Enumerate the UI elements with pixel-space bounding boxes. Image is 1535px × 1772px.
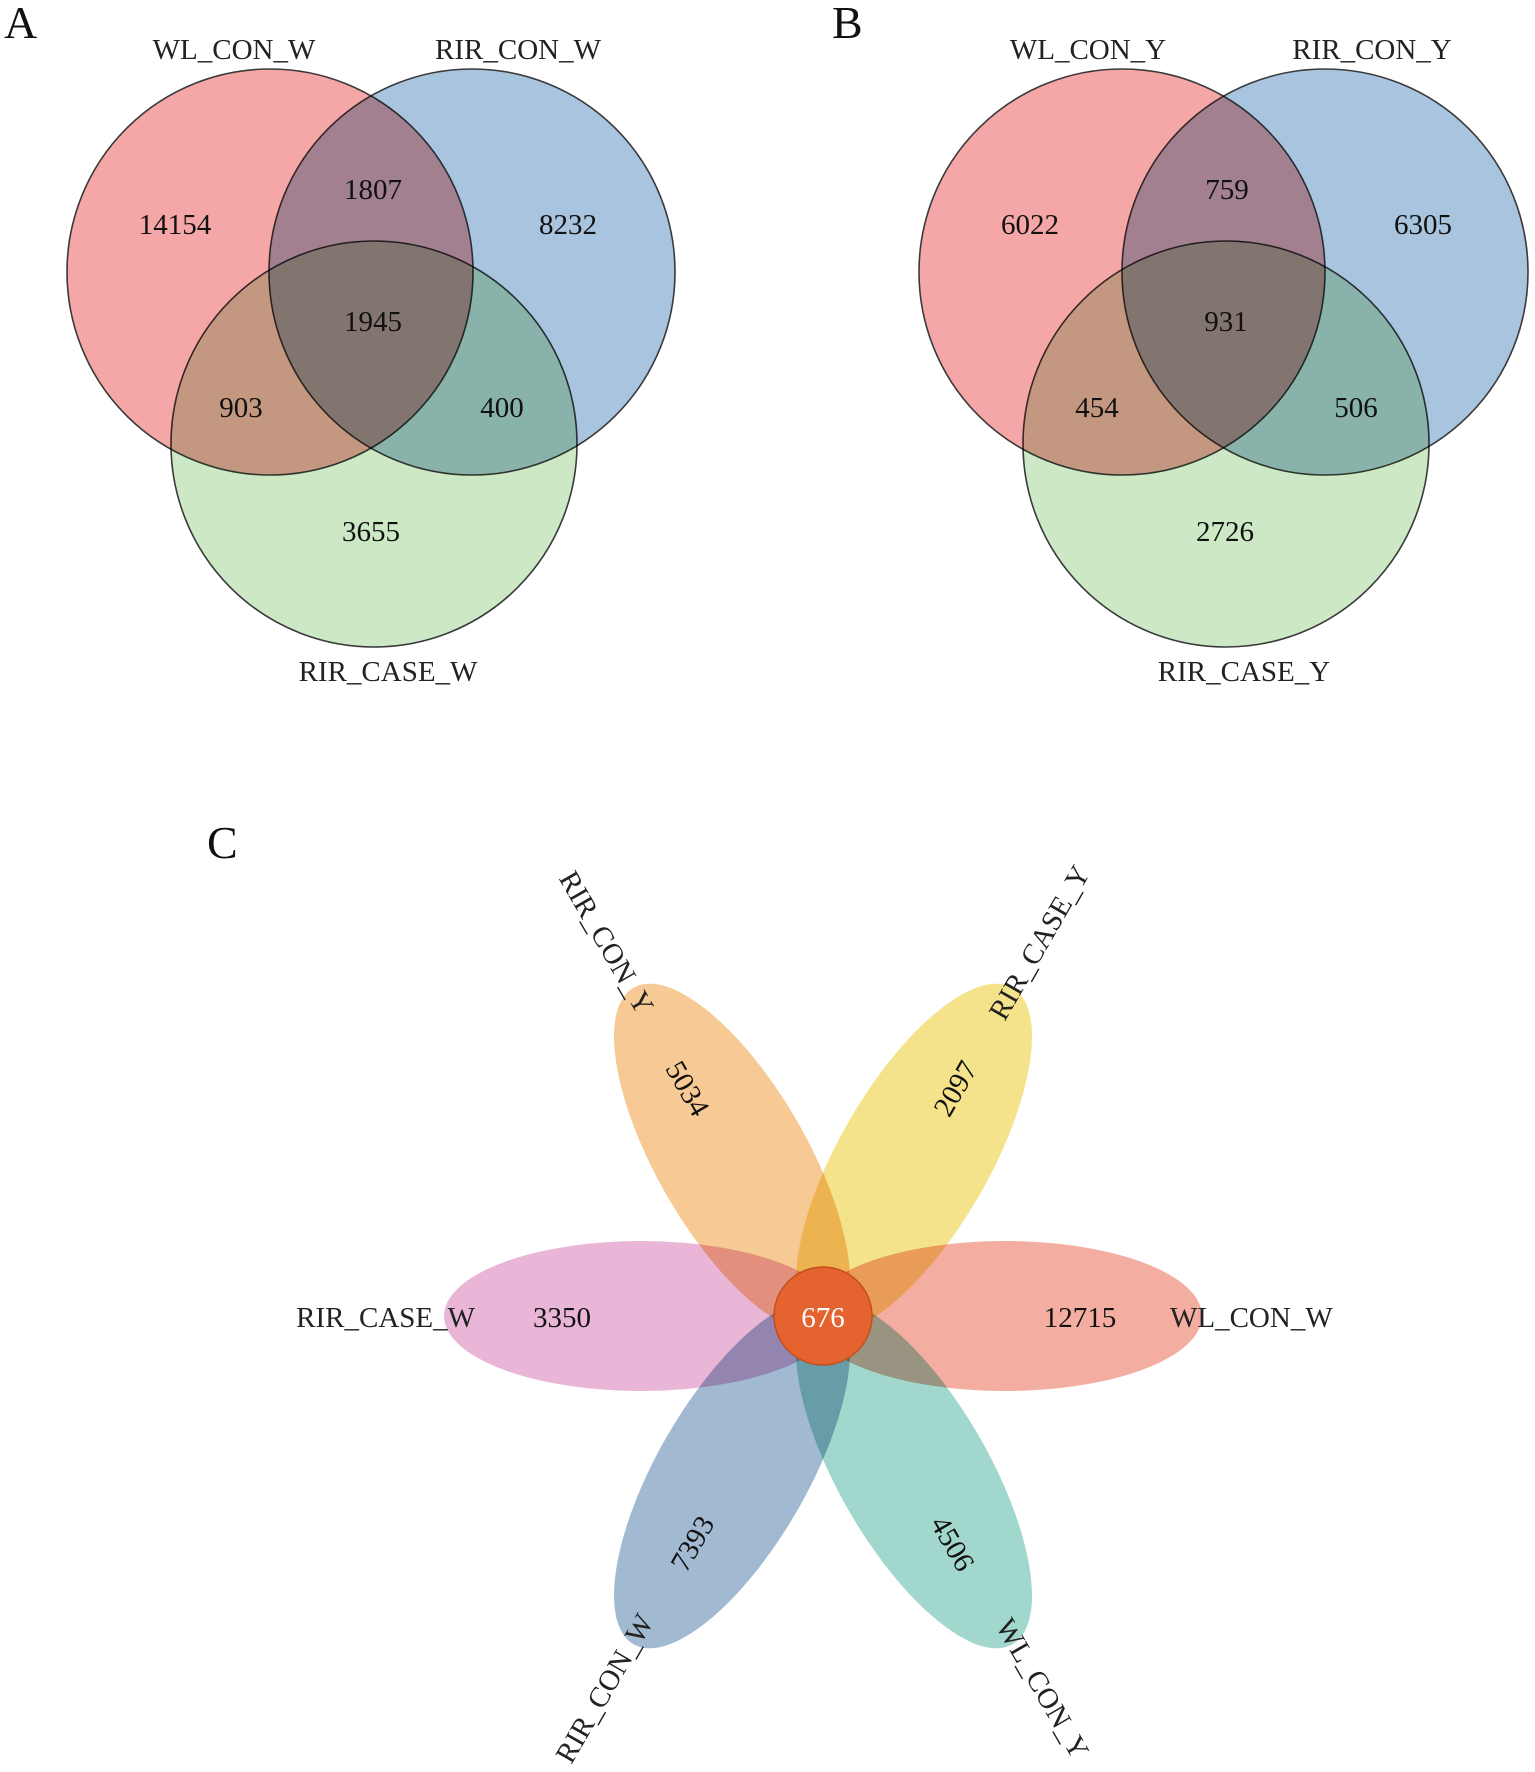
petal-rir-con-w <box>614 1298 850 1649</box>
panel-b-count-only-rir-con-y: 6305 <box>1394 209 1452 241</box>
petal-label-wl-con-y: WL_CON_Y <box>989 1613 1095 1764</box>
panel-b: B WL_CON_Y RIR_CON_Y RIR_CASE_Y 6022 759… <box>832 0 1529 688</box>
panel-a-count-only-wl-con-w: 14154 <box>139 209 212 241</box>
panel-a-count-all-three: 1945 <box>344 306 402 338</box>
panel-b-count-wl-rir-con: 759 <box>1205 174 1249 206</box>
panel-b-count-only-rir-case-y: 2726 <box>1196 516 1254 548</box>
panel-a-count-only-rir-case-w: 3655 <box>342 516 400 548</box>
core-circle <box>773 1266 873 1366</box>
panel-a-count-wl-rir-con: 1807 <box>344 174 402 206</box>
core-count: 676 <box>801 1302 845 1334</box>
panel-c-letter: C <box>207 817 238 868</box>
panel-a-circle-rir-case-w <box>170 240 578 648</box>
panel-b-count-wl-rir-case: 454 <box>1075 392 1119 424</box>
panel-a-letter: A <box>4 0 37 48</box>
panel-a-count-wl-rir-case: 903 <box>219 392 263 424</box>
panel-b-circle-rir-case-y <box>1022 240 1430 648</box>
petal-wl-con-y <box>796 1298 1032 1649</box>
panel-c: C 676 5034 2097 12715 4506 7393 3350 RIR… <box>207 817 1333 1769</box>
petal-label-rir-con-y: RIR_CON_Y <box>552 866 659 1020</box>
panel-b-label-wl-con-y: WL_CON_Y <box>1010 34 1166 66</box>
panel-b-count-only-wl-con-y: 6022 <box>1001 209 1059 241</box>
panel-b-label-rir-con-y: RIR_CON_Y <box>1292 34 1452 66</box>
panel-a: A WL_CON_W RIR_CON_W RIR_CASE_W 14154 18… <box>4 0 676 688</box>
panel-b-count-all-three: 931 <box>1204 306 1248 338</box>
panel-b-letter: B <box>832 0 863 48</box>
petal-label-wl-con-w: WL_CON_W <box>1170 1302 1333 1334</box>
petal-label-rir-case-y: RIR_CASE_Y <box>983 860 1097 1025</box>
panel-b-count-rir-con-rir-case: 506 <box>1334 392 1378 424</box>
petal-rir-case-w <box>444 1241 838 1391</box>
panel-a-count-only-rir-con-w: 8232 <box>539 209 597 241</box>
petal-label-rir-con-w: RIR_CON_W <box>550 1608 661 1768</box>
panel-b-label-rir-case-y: RIR_CASE_Y <box>1158 656 1330 688</box>
panel-a-label-rir-case-w: RIR_CASE_W <box>299 656 478 688</box>
petal-rir-con-y <box>614 983 850 1334</box>
petal-count-rir-case-w: 3350 <box>533 1302 591 1334</box>
panel-a-label-rir-con-w: RIR_CON_W <box>435 34 602 66</box>
petal-rir-case-y <box>796 983 1032 1334</box>
petal-label-rir-case-w: RIR_CASE_W <box>296 1302 475 1334</box>
petal-count-wl-con-w: 12715 <box>1044 1302 1117 1334</box>
panel-a-label-wl-con-w: WL_CON_W <box>153 34 316 66</box>
panel-a-count-rir-con-rir-case: 400 <box>480 392 524 424</box>
